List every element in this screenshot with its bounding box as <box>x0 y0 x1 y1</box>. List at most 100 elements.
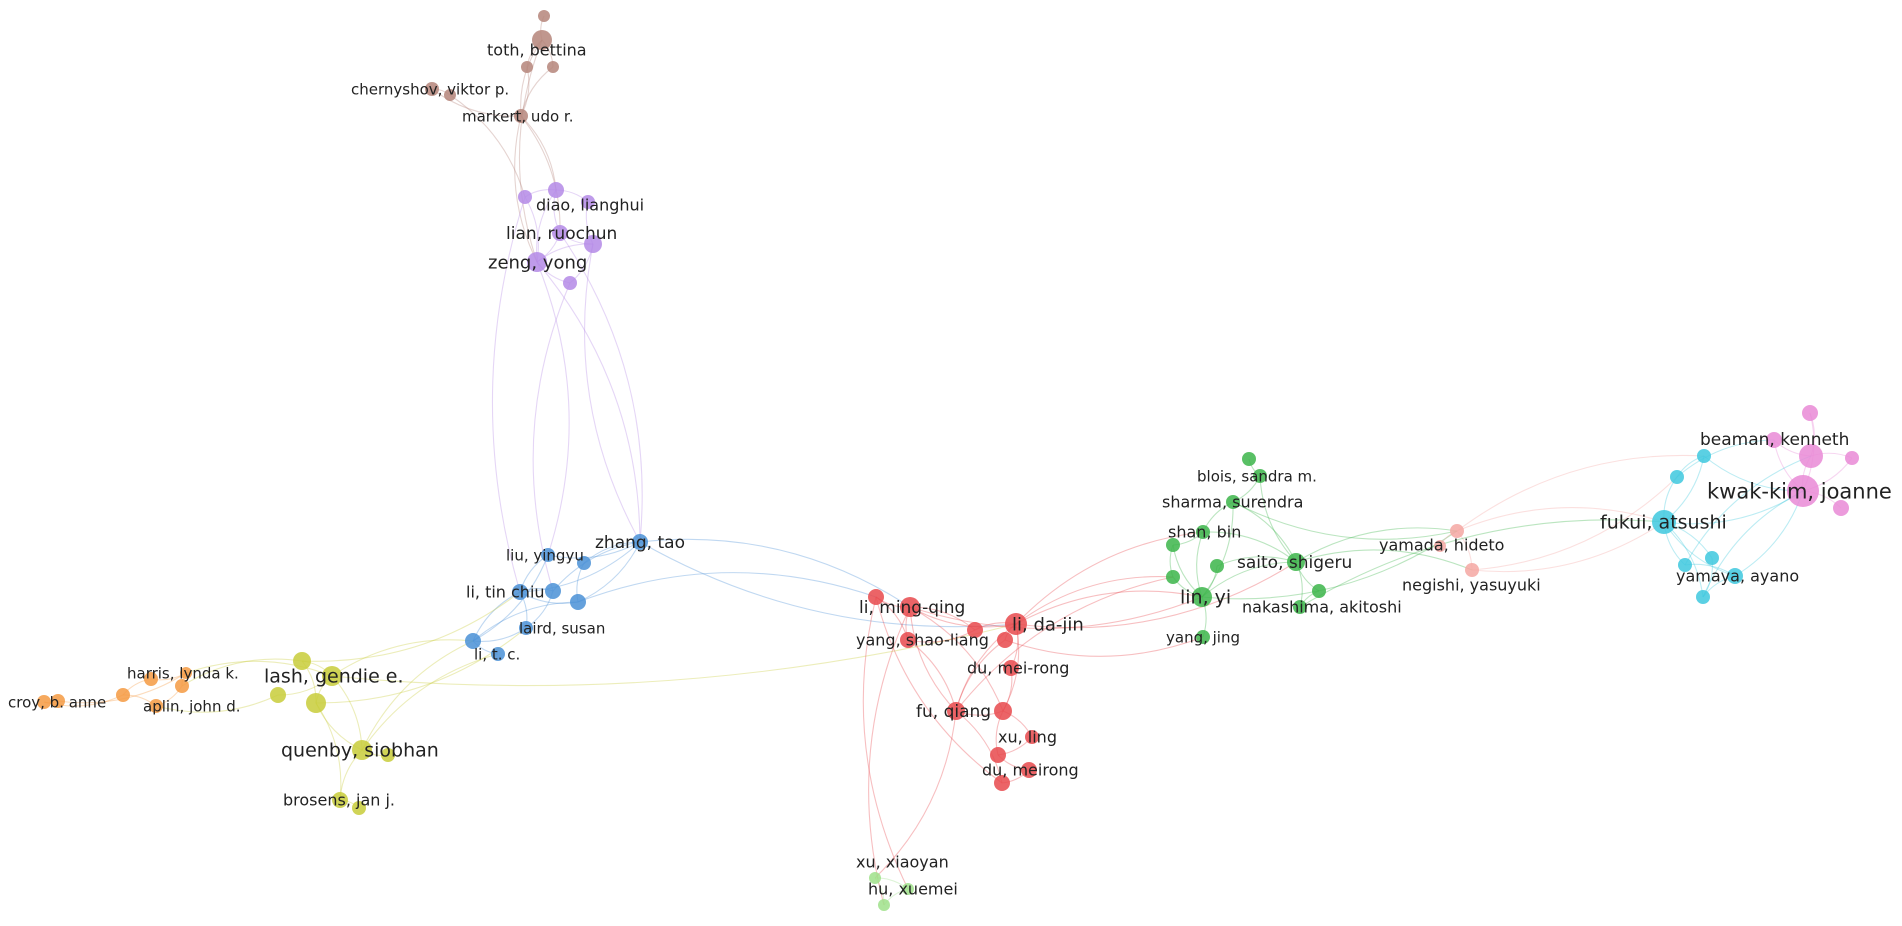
author-node-yel2[interactable] <box>293 652 311 670</box>
author-node-pink4[interactable] <box>1845 451 1859 465</box>
author-node-blois[interactable] <box>1253 469 1267 483</box>
network-edge <box>909 606 957 712</box>
author-node-lianr[interactable] <box>552 225 568 241</box>
author-node-litc[interactable] <box>512 584 528 600</box>
network-edge <box>514 115 538 263</box>
author-node-orange2[interactable] <box>144 672 158 686</box>
author-node-red6[interactable] <box>990 747 1006 763</box>
network-edge <box>1232 501 1458 540</box>
author-node-pink3[interactable] <box>1799 444 1823 468</box>
author-node-harris[interactable] <box>180 667 192 679</box>
author-node-xuxy[interactable] <box>869 872 881 884</box>
network-edge <box>955 639 1006 712</box>
author-node-lg3[interactable] <box>878 899 890 911</box>
author-node-red5[interactable] <box>994 702 1012 720</box>
author-node-orange4[interactable] <box>116 688 130 702</box>
network-edge <box>552 541 641 592</box>
network-edge <box>547 541 641 559</box>
author-node-diao[interactable] <box>548 182 564 198</box>
author-node-yamada[interactable] <box>1450 524 1464 538</box>
author-node-xul[interactable] <box>1025 730 1039 744</box>
author-node-quenby[interactable] <box>352 740 372 760</box>
author-label-litc2: li, t. c. <box>474 645 520 663</box>
author-node-sharma[interactable] <box>1226 495 1240 509</box>
author-node-saito[interactable] <box>1287 553 1305 571</box>
author-node-purple5[interactable] <box>563 276 577 290</box>
author-node-cyan2[interactable] <box>1697 449 1711 463</box>
author-node-croy[interactable] <box>37 695 51 709</box>
network-edge <box>331 623 1017 687</box>
author-node-fukui[interactable] <box>1652 510 1676 534</box>
author-node-green4[interactable] <box>1210 559 1224 573</box>
author-node-liny[interactable] <box>1192 587 1212 607</box>
author-node-pink2[interactable] <box>1802 405 1818 421</box>
author-node-kwakkim[interactable] <box>1787 475 1819 507</box>
author-node-laird[interactable] <box>519 621 533 635</box>
author-node-cyan3[interactable] <box>1670 470 1684 484</box>
author-node-purple4[interactable] <box>584 235 602 253</box>
author-node-red7[interactable] <box>994 775 1010 791</box>
author-node-shanb[interactable] <box>1196 525 1210 539</box>
author-node-nakashima[interactable] <box>1293 600 1307 614</box>
author-node-orange3[interactable] <box>175 679 189 693</box>
author-node-lidj[interactable] <box>1005 613 1027 635</box>
author-node-brown4[interactable] <box>547 61 559 73</box>
author-node-yel4[interactable] <box>306 693 326 713</box>
author-node-green3[interactable] <box>1166 538 1180 552</box>
author-node-cyan4[interactable] <box>1678 558 1692 572</box>
author-node-chernyshov[interactable] <box>425 82 439 96</box>
author-node-pink5[interactable] <box>1833 500 1849 516</box>
author-node-green6[interactable] <box>1312 584 1326 598</box>
network-edge <box>909 606 1017 628</box>
author-node-huxm[interactable] <box>902 883 914 895</box>
author-node-yangsl[interactable] <box>900 632 916 648</box>
author-label-yamada: yamada, hideto <box>1379 536 1504 555</box>
author-node-salmon3[interactable] <box>1434 540 1446 552</box>
author-node-negishi[interactable] <box>1465 563 1479 577</box>
author-node-markert[interactable] <box>514 109 528 123</box>
author-node-brown5[interactable] <box>444 89 456 101</box>
network-edge <box>472 601 579 642</box>
author-node-toth[interactable] <box>532 30 552 50</box>
author-node-litc2[interactable] <box>491 647 505 661</box>
network-edge <box>955 623 1017 712</box>
network-edge <box>491 196 526 593</box>
author-node-dumr[interactable] <box>1003 660 1019 676</box>
author-node-red2[interactable] <box>868 589 884 605</box>
author-node-yel6[interactable] <box>352 801 366 815</box>
author-node-aplin[interactable] <box>149 699 163 713</box>
author-node-blue5[interactable] <box>465 633 481 649</box>
author-node-yel5[interactable] <box>381 748 395 762</box>
author-node-fuq[interactable] <box>947 702 965 720</box>
author-node-dumr2[interactable] <box>1021 762 1037 778</box>
author-node-lashg[interactable] <box>322 666 342 686</box>
author-node-zhangt[interactable] <box>632 534 648 550</box>
author-node-purple3[interactable] <box>581 195 595 209</box>
author-node-orange5[interactable] <box>51 694 65 708</box>
author-node-blue3[interactable] <box>545 583 561 599</box>
author-node-liuy[interactable] <box>541 548 555 562</box>
author-node-beaman[interactable] <box>1766 432 1782 448</box>
author-node-cyan5[interactable] <box>1705 551 1719 565</box>
author-node-red4[interactable] <box>997 632 1013 648</box>
author-node-green2[interactable] <box>1242 452 1256 466</box>
author-node-blue4[interactable] <box>570 594 586 610</box>
author-node-limq[interactable] <box>900 597 920 617</box>
author-node-purple2[interactable] <box>518 190 532 204</box>
author-node-brosens[interactable] <box>332 792 348 808</box>
network-edge <box>1295 527 1458 563</box>
author-node-red3[interactable] <box>967 622 983 638</box>
author-label-negishi: negishi, yasuyuki <box>1402 576 1541 595</box>
author-node-yangj[interactable] <box>1196 630 1210 644</box>
author-node-brown2[interactable] <box>538 10 550 22</box>
author-node-yamaya[interactable] <box>1727 568 1743 584</box>
author-node-cyan6[interactable] <box>1696 590 1710 604</box>
network-edge <box>1004 636 1204 657</box>
author-node-zengy[interactable] <box>527 252 547 272</box>
author-node-yel3[interactable] <box>270 687 286 703</box>
author-label-xul: xu, ling <box>998 728 1057 747</box>
author-node-blue2[interactable] <box>577 556 591 570</box>
author-node-brown3[interactable] <box>521 61 533 73</box>
network-edge <box>559 232 643 543</box>
author-node-green5[interactable] <box>1166 570 1180 584</box>
